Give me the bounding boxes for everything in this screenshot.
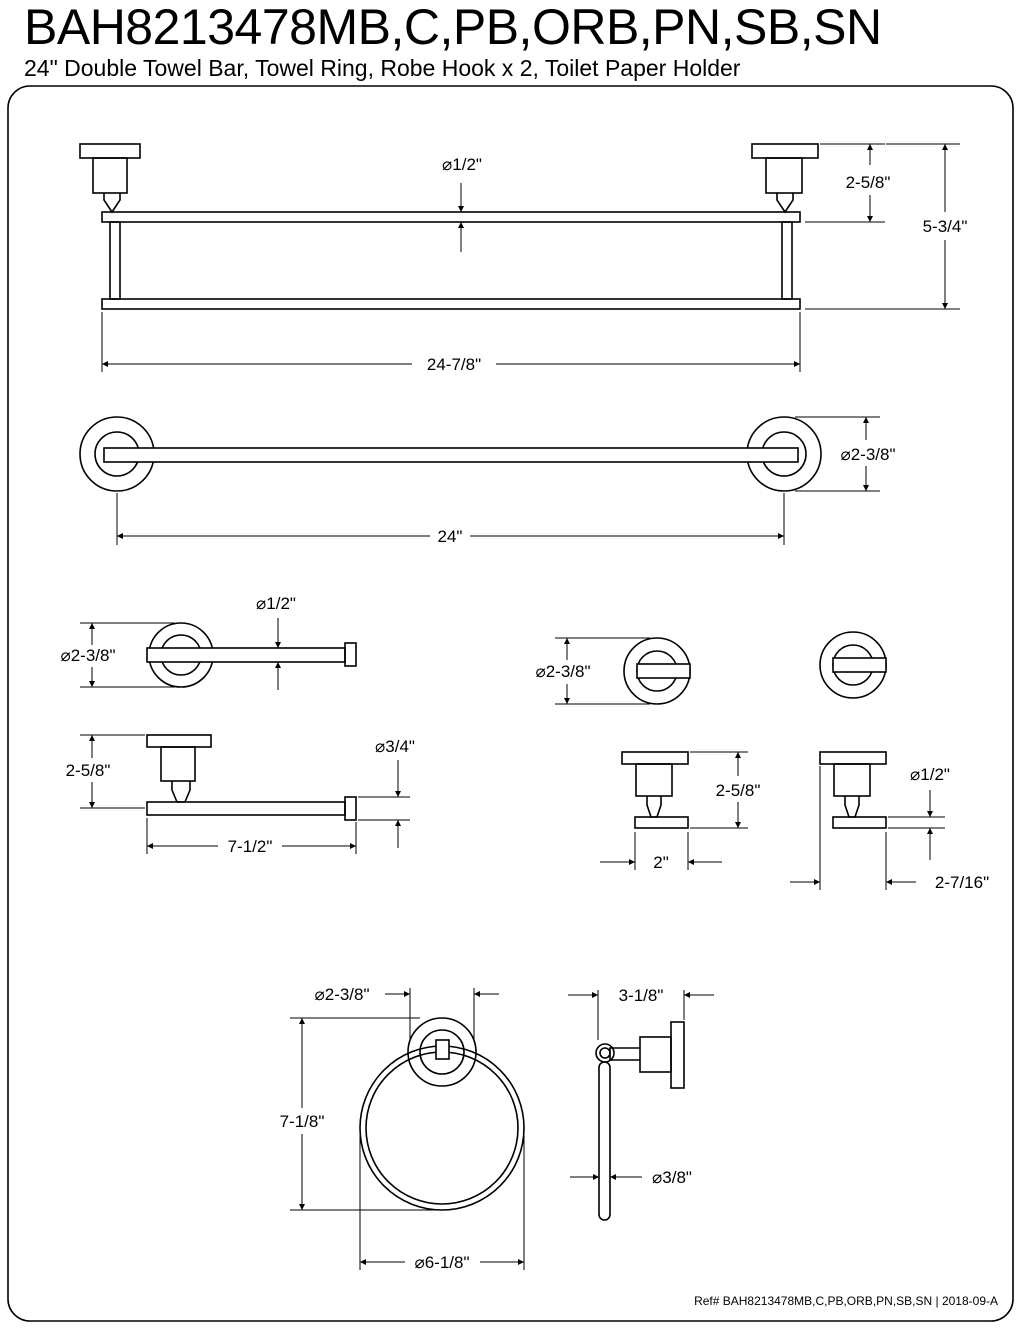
double-bar-dimensions: ⌀1/2" 2-5/8" 5-3/4" 24-7/8" bbox=[101, 143, 968, 374]
dim-double-bar-tube-dia: ⌀1/2" bbox=[442, 155, 482, 174]
dim-tp-end-dia: ⌀3/4" bbox=[375, 737, 415, 756]
hook1-front-dimensions: ⌀2-3/8" bbox=[535, 637, 650, 705]
hook2-side-dimensions: ⌀1/2" 2-7/16" bbox=[790, 765, 989, 892]
tp-side-dimensions: 2-5/8" ⌀3/4" 7-1/2" bbox=[66, 734, 415, 856]
dim-hook-depth: 2-7/16" bbox=[935, 873, 989, 892]
dim-tp-length: 7-1/2" bbox=[228, 837, 273, 856]
page-subtitle: 24" Double Towel Bar, Towel Ring, Robe H… bbox=[24, 55, 741, 81]
dim-double-bar-height: 5-3/4" bbox=[923, 217, 968, 236]
drawing-border bbox=[7, 85, 1014, 1322]
robe-hook-2-front-view bbox=[819, 631, 887, 699]
tp-holder-front-view bbox=[146, 622, 357, 688]
reference-footer: Ref# BAH8213478MB,C,PB,ORB,PN,SB,SN | 20… bbox=[694, 1294, 998, 1308]
dim-tp-flange-dia: ⌀2-3/8" bbox=[60, 646, 115, 665]
tp-holder-side-view bbox=[146, 734, 357, 821]
dim-hook-flange-dia: ⌀2-3/8" bbox=[535, 662, 590, 681]
double-towel-bar-side-view bbox=[79, 143, 819, 310]
towel-bar-dimensions: ⌀2-3/8" 24" bbox=[116, 416, 896, 546]
ring-front-dimensions: ⌀2-3/8" 7-1/8" ⌀6-1/8" bbox=[280, 985, 525, 1272]
dim-ring-dia: ⌀6-1/8" bbox=[414, 1253, 469, 1272]
towel-ring-side-view bbox=[595, 1021, 685, 1221]
dim-hook-projection: 2-5/8" bbox=[716, 781, 761, 800]
dim-ring-flange-dia: ⌀2-3/8" bbox=[314, 985, 369, 1004]
dim-hook-width: 2" bbox=[653, 853, 669, 872]
dim-tp-tube-dia: ⌀1/2" bbox=[256, 594, 296, 613]
page-title: BAH8213478MB,C,PB,ORB,PN,SB,SN bbox=[24, 0, 882, 55]
tp-front-dimensions: ⌀1/2" ⌀2-3/8" bbox=[60, 594, 296, 690]
towel-ring-front-view bbox=[359, 1017, 525, 1211]
ring-side-dimensions: 3-1/8" ⌀3/8" bbox=[568, 986, 714, 1187]
dim-towel-bar-center: 24" bbox=[438, 527, 463, 546]
dim-double-bar-length: 24-7/8" bbox=[427, 355, 481, 374]
dim-ring-height: 7-1/8" bbox=[280, 1112, 325, 1131]
hook1-side-dimensions: 2-5/8" 2" bbox=[600, 751, 761, 872]
dim-ring-projection: 3-1/8" bbox=[619, 986, 664, 1005]
dim-towel-bar-flange-dia: ⌀2-3/8" bbox=[840, 445, 895, 464]
robe-hook-1-side-view bbox=[621, 751, 689, 829]
robe-hook-1-front-view bbox=[623, 637, 691, 705]
dim-ring-rod-dia: ⌀3/8" bbox=[652, 1168, 692, 1187]
dim-double-bar-projection: 2-5/8" bbox=[846, 173, 891, 192]
dim-hook-arm-dia: ⌀1/2" bbox=[910, 765, 950, 784]
dim-tp-projection: 2-5/8" bbox=[66, 761, 111, 780]
robe-hook-2-side-view bbox=[819, 751, 887, 829]
towel-bar-front-view bbox=[79, 416, 822, 492]
